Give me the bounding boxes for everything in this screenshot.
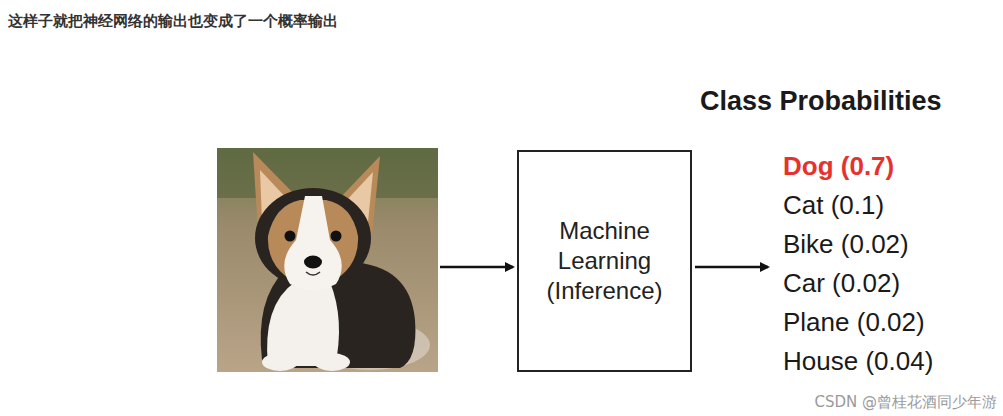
class-label: Dog (0.7) xyxy=(783,151,894,182)
arrow xyxy=(440,266,513,269)
class-label: Plane (0.02) xyxy=(783,307,925,338)
process-box: Machine Learning (Inference) xyxy=(517,150,692,372)
heading: 这样子就把神经网络的输出也变成了一个概率输出 xyxy=(8,12,338,31)
class-label: House (0.04) xyxy=(783,346,933,377)
heading-label: Class Probabilities xyxy=(700,86,942,117)
dog-photo xyxy=(217,148,438,372)
node-text: Machine Learning (Inference) xyxy=(519,216,690,306)
class-label: Bike (0.02) xyxy=(783,229,909,260)
arrow xyxy=(695,266,768,269)
watermark: CSDN @曾桂花酒同少年游 xyxy=(814,393,997,412)
class-label: Car (0.02) xyxy=(783,268,900,299)
class-label: Cat (0.1) xyxy=(783,190,884,221)
